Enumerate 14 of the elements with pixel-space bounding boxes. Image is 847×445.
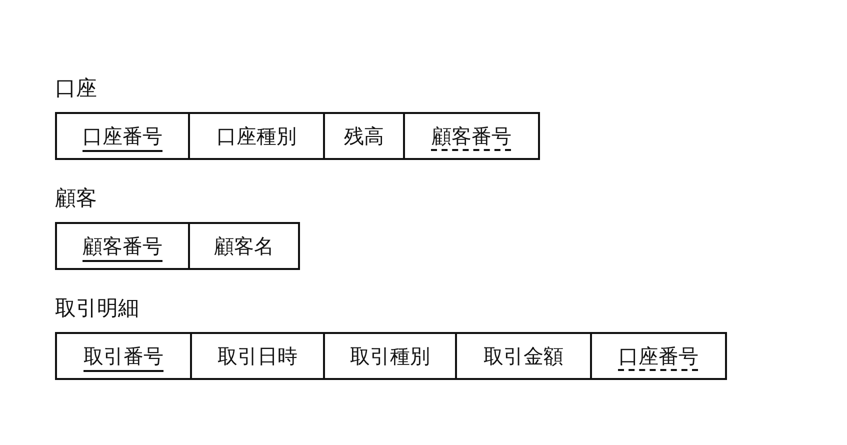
attribute-name: 顧客名 <box>214 232 274 260</box>
primary-key-attribute: 口座番号 <box>82 122 162 150</box>
foreign-key-attribute: 口座番号 <box>618 342 698 370</box>
attribute-name: 残高 <box>344 122 384 150</box>
primary-key-attribute: 顧客番号 <box>82 232 162 260</box>
table-name: 顧客 <box>55 185 97 212</box>
foreign-key-attribute: 顧客番号 <box>432 122 512 150</box>
attribute-name: 口座種別 <box>216 122 296 150</box>
attribute-name: 取引日時 <box>218 342 298 370</box>
attribute-name: 取引金額 <box>484 342 564 370</box>
table-name: 口座 <box>55 75 97 102</box>
attribute-name: 取引種別 <box>350 342 430 370</box>
primary-key-attribute: 取引番号 <box>84 342 164 370</box>
table-name: 取引明細 <box>55 295 139 322</box>
